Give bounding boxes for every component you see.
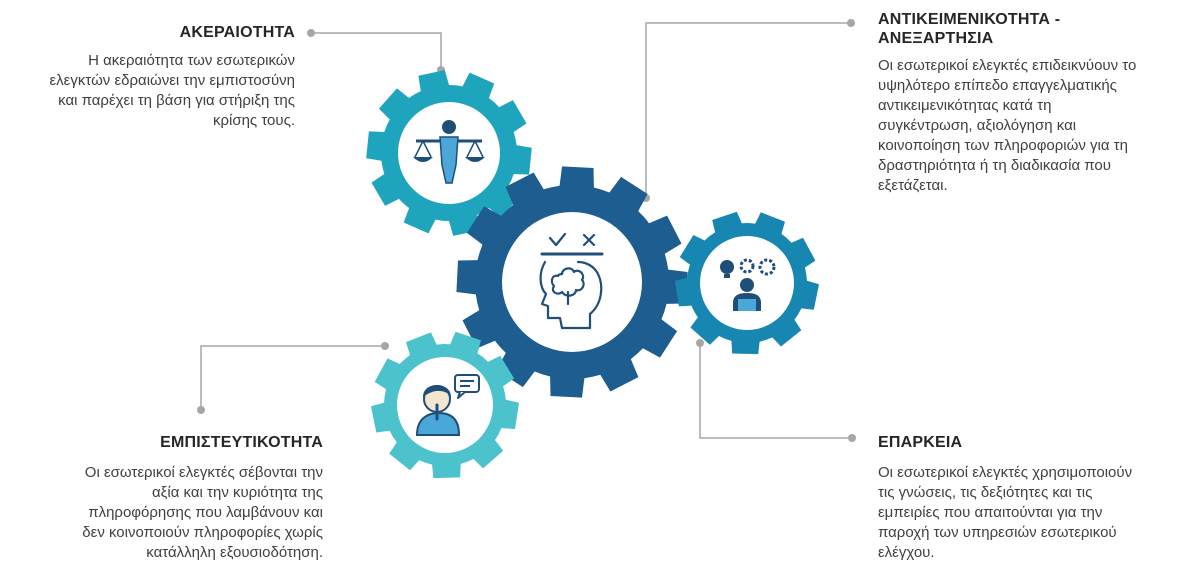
objectivity-line: υψηλότερο επίπεδο επαγγελματικής	[878, 77, 1117, 94]
competence-description: Οι εσωτερικοί ελεγκτές χρησιμοποιούν τις…	[878, 463, 1188, 563]
integrity-line: Η ακεραιότητα των εσωτερικών	[88, 52, 295, 69]
objectivity-heading-line: ΑΝΕΞΑΡΤΗΣΙΑ	[878, 30, 994, 47]
objectivity-block: ΑΝΤΙΚΕΙΜΕΝΙΚΟΤΗΤΑ - ΑΝΕΞΑΡΤΗΣΙΑ Οι εσωτε…	[878, 10, 1178, 196]
objectivity-line: συγκέντρωση, αξιολόγηση και	[878, 117, 1077, 134]
confidentiality-description: Οι εσωτερικοί ελεγκτές σέβονται την αξία…	[23, 463, 323, 563]
competence-line: ελέγχου.	[878, 544, 935, 561]
objectivity-line: κοινοποίηση των πληροφοριών για τη	[878, 137, 1128, 154]
competence-line: τις γνώσεις, τις δεξιότητες και τις	[878, 484, 1093, 501]
competence-line: εμπειρίες που απαιτούνται για την	[878, 504, 1103, 521]
integrity-line: ελεγκτών εδραιώνει την εμπιστοσύνη	[49, 72, 295, 89]
integrity-block: ΑΚΕΡΑΙΟΤΗΤΑ Η ακεραιότητα των εσωτερικών…	[0, 23, 295, 131]
objectivity-line: εξετάζεται.	[878, 177, 948, 194]
competence-line: Οι εσωτερικοί ελεγκτές χρησιμοποιούν	[878, 464, 1133, 481]
objectivity-heading: ΑΝΤΙΚΕΙΜΕΝΙΚΟΤΗΤΑ - ΑΝΕΞΑΡΤΗΣΙΑ	[878, 10, 1178, 48]
dot-confidentiality-text	[197, 406, 205, 414]
scales-person-icon	[413, 120, 485, 184]
dot-objectivity-text	[847, 19, 855, 27]
silence-speech-person-icon	[415, 374, 480, 436]
connector-integrity	[311, 32, 442, 70]
integrity-line: και παρέχει τη βάση για στήριξη της	[58, 92, 295, 109]
objectivity-heading-line: ΑΝΤΙΚΕΙΜΕΝΙΚΟΤΗΤΑ -	[878, 11, 1061, 28]
confidentiality-heading: ΕΜΠΙΣΤΕΥΤΙΚΟΤΗΤΑ	[160, 434, 323, 451]
objectivity-line: δραστηριότητα ή τη διαδικασία που	[878, 157, 1111, 174]
dot-integrity-text	[307, 29, 315, 37]
objectivity-line: αντικειμενικότητας κατά τη	[878, 97, 1052, 114]
confidentiality-block: ΕΜΠΙΣΤΕΥΤΙΚΟΤΗΤΑ Οι εσωτερικοί ελεγκτές …	[23, 433, 323, 563]
dot-competence-text	[848, 434, 856, 442]
competence-heading: ΕΠΑΡΚΕΙΑ	[878, 434, 963, 451]
confidentiality-line: δεν κοινοποιούν πληροφορίες χωρίς	[82, 524, 323, 541]
competence-block: ΕΠΑΡΚΕΙΑ Οι εσωτερικοί ελεγκτές χρησιμοπ…	[878, 433, 1188, 563]
connector-confidentiality	[200, 345, 385, 410]
connectors	[200, 22, 852, 439]
integrity-line: κρίσης τους.	[212, 112, 295, 129]
connector-competence	[699, 343, 852, 439]
objectivity-line: Οι εσωτερικοί ελεγκτές επιδεικνύουν το	[878, 57, 1137, 74]
integrity-heading: ΑΚΕΡΑΙΟΤΗΤΑ	[179, 24, 295, 41]
confidentiality-line: πληροφόρησης που λαμβάνουν και	[88, 504, 323, 521]
ideas-gears-person-icon	[720, 258, 776, 311]
confidentiality-line: κατάλληλη εξουσιοδότηση.	[146, 544, 323, 561]
dot-confidentiality-gear	[381, 342, 389, 350]
dot-competence-gear	[696, 339, 704, 347]
integrity-description: Η ακεραιότητα των εσωτερικών ελεγκτών εδ…	[0, 51, 295, 131]
gear-objectivity	[456, 166, 688, 398]
confidentiality-line: αξία και την κυριότητα της	[152, 484, 323, 501]
connector-objectivity	[645, 22, 851, 198]
competence-line: παροχή των υπηρεσιών εσωτερικού	[878, 524, 1117, 541]
confidentiality-line: Οι εσωτερικοί ελεγκτές σέβονται την	[84, 464, 323, 481]
brain-check-cross-icon	[539, 232, 604, 330]
objectivity-description: Οι εσωτερικοί ελεγκτές επιδεικνύουν το υ…	[878, 56, 1178, 196]
